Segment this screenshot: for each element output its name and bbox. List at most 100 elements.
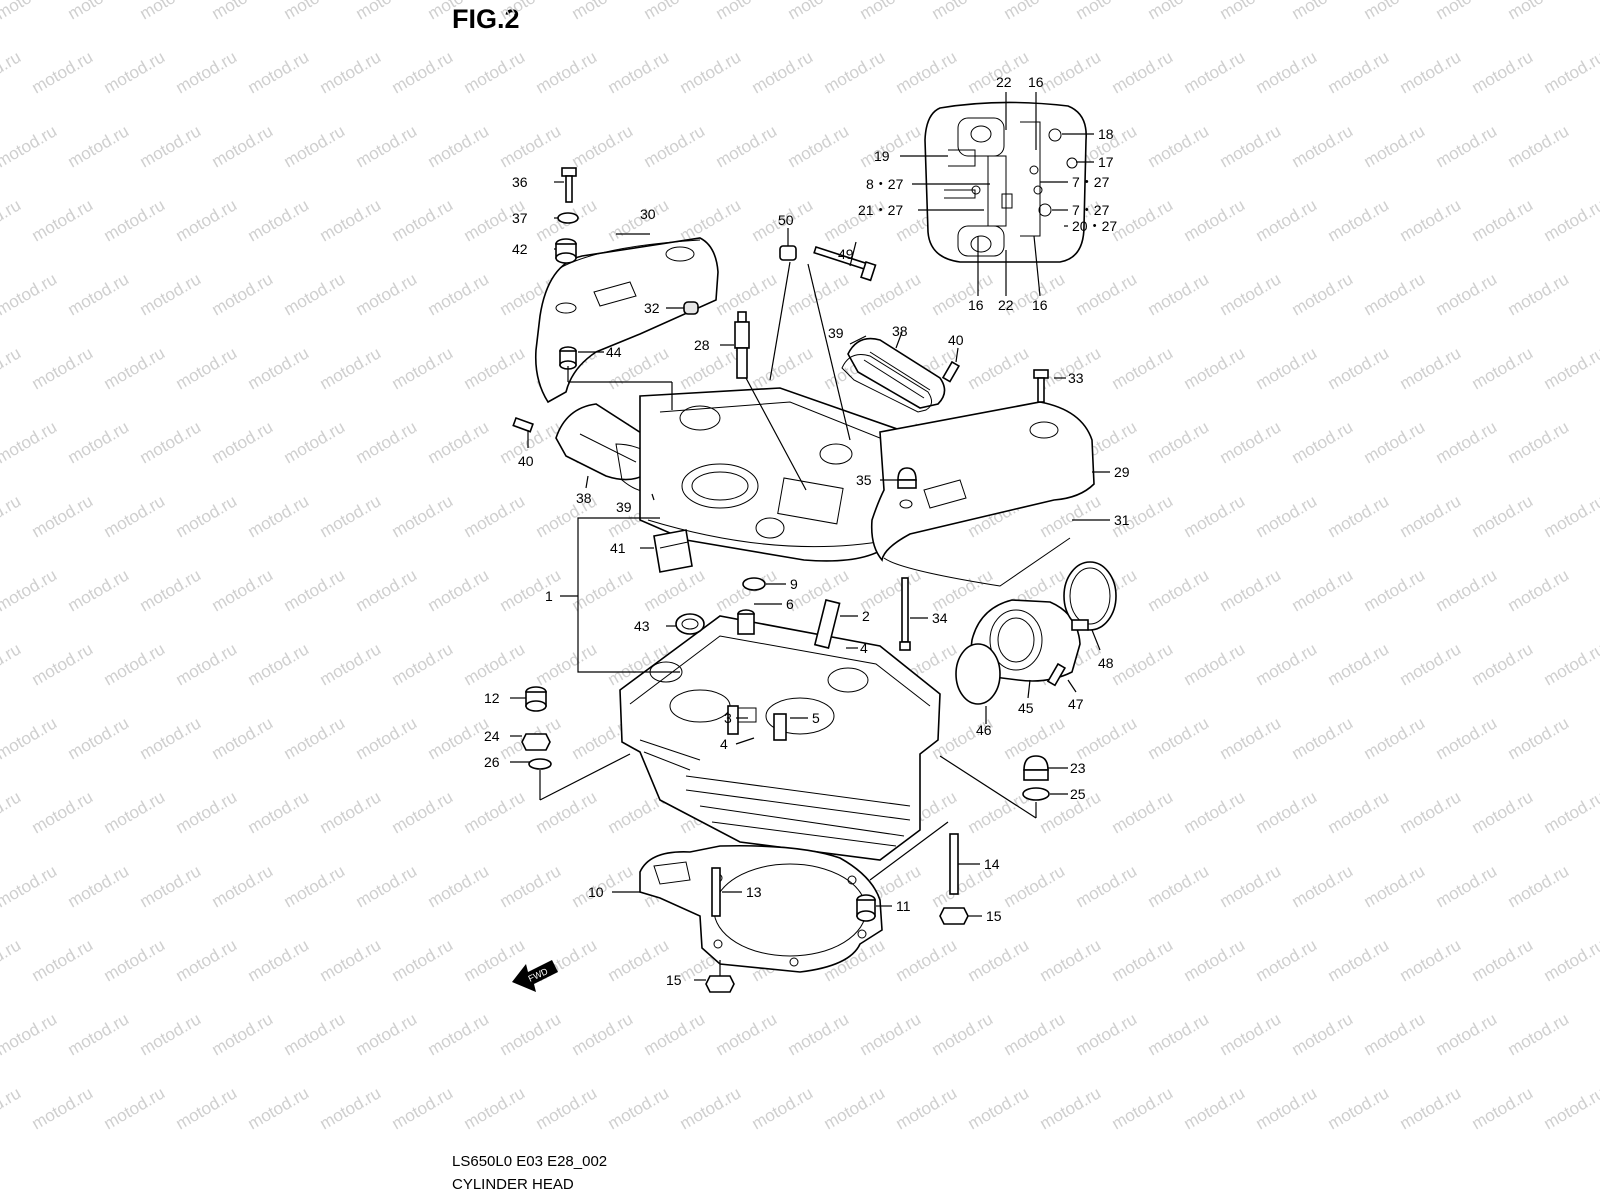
- watermark-text: motod.ru: [929, 0, 997, 23]
- cap-nut-23: [1023, 755, 1049, 781]
- callout-7-27-lower: 7・27: [1072, 202, 1110, 218]
- watermark-text: motod.ru: [0, 935, 24, 985]
- callout-16-bottom-right: 16: [1032, 297, 1048, 313]
- watermark-text: motod.ru: [389, 343, 457, 393]
- watermark-text: motod.ru: [1397, 343, 1465, 393]
- callout-7-27-upper: 7・27: [1072, 174, 1110, 190]
- watermark-text: motod.ru: [0, 0, 60, 23]
- watermark-text: motod.ru: [425, 417, 493, 467]
- watermark-text: motod.ru: [569, 121, 637, 171]
- watermark-text: motod.ru: [29, 47, 97, 97]
- head-cover-right: [870, 401, 1095, 562]
- callout-39-left: 39: [616, 499, 632, 515]
- callout-14: 14: [984, 856, 1000, 872]
- watermark-text: motod.ru: [1397, 639, 1465, 689]
- watermark-text: motod.ru: [101, 935, 169, 985]
- watermark-text: motod.ru: [1469, 787, 1537, 837]
- watermark-text: motod.ru: [1253, 787, 1321, 837]
- diagram-code: LS650L0 E03 E28_002: [452, 1153, 608, 1170]
- watermark-text: motod.ru: [1001, 0, 1069, 23]
- watermark-text: motod.ru: [425, 861, 493, 911]
- watermark-text: motod.ru: [1037, 47, 1105, 97]
- watermark-text: motod.ru: [425, 565, 493, 615]
- watermark-text: motod.ru: [317, 47, 385, 97]
- callout-13: 13: [746, 884, 762, 900]
- leader-lines: [510, 92, 1110, 981]
- watermark-text: motod.ru: [1361, 1009, 1429, 1059]
- clamp-48: [1063, 561, 1117, 631]
- watermark-text: motod.ru: [389, 491, 457, 541]
- watermark-text: motod.ru: [821, 1083, 889, 1133]
- callout-48: 48: [1098, 655, 1114, 671]
- watermark-text: motod.ru: [29, 491, 97, 541]
- watermark-text: motod.ru: [1361, 0, 1429, 23]
- watermark-text: motod.ru: [173, 935, 241, 985]
- watermark-text: motod.ru: [1217, 417, 1285, 467]
- watermark-text: motod.ru: [677, 195, 745, 245]
- watermark-text: motod.ru: [317, 195, 385, 245]
- watermark-text: motod.ru: [749, 47, 817, 97]
- callout-9: 9: [790, 576, 798, 592]
- watermark-text: motod.ru: [785, 269, 853, 319]
- watermark-text: motod.ru: [137, 861, 205, 911]
- watermark-text: motod.ru: [533, 1083, 601, 1133]
- watermark-text: motod.ru: [785, 121, 853, 171]
- watermark-text: motod.ru: [0, 121, 60, 171]
- watermark-text: motod.ru: [101, 491, 169, 541]
- callout-3: 3: [724, 710, 732, 726]
- watermark-text: motod.ru: [569, 0, 637, 23]
- callout-36: 36: [512, 174, 528, 190]
- watermark-text: motod.ru: [209, 861, 277, 911]
- watermark-text: motod.ru: [1325, 195, 1393, 245]
- watermark-text: motod.ru: [245, 787, 313, 837]
- watermark-text: motod.ru: [1181, 787, 1249, 837]
- watermark-text: motod.ru: [1181, 935, 1249, 985]
- watermark-text: motod.ru: [1433, 0, 1501, 23]
- watermark-text: motod.ru: [1433, 861, 1501, 911]
- watermark-text: motod.ru: [1469, 195, 1537, 245]
- stud-bolt-13: [711, 867, 721, 917]
- watermark-text: motod.ru: [1073, 861, 1141, 911]
- callout-6: 6: [786, 596, 794, 612]
- cylinder-head-top-view-inset: [924, 101, 1087, 263]
- callout-22-top: 22: [996, 74, 1012, 90]
- watermark-text: motod.ru: [1433, 565, 1501, 615]
- watermark-text: motod.ru: [173, 639, 241, 689]
- watermark-text: motod.ru: [209, 1009, 277, 1059]
- watermark-text: motod.ru: [1217, 565, 1285, 615]
- watermark-text: motod.ru: [1505, 0, 1573, 23]
- callout-29: 29: [1114, 464, 1130, 480]
- watermark-text: motod.ru: [1541, 491, 1600, 541]
- watermark-text: motod.ru: [965, 787, 1033, 837]
- watermark-text: motod.ru: [389, 639, 457, 689]
- watermark-text: motod.ru: [1181, 1083, 1249, 1133]
- callout-43: 43: [634, 618, 650, 634]
- watermark-text: motod.ru: [353, 713, 421, 763]
- callout-4-lower: 4: [720, 736, 728, 752]
- watermark-text: motod.ru: [1145, 417, 1213, 467]
- callout-1: 1: [545, 588, 553, 604]
- inspection-cover-38-right: [847, 337, 946, 409]
- watermark-text: motod.ru: [425, 0, 493, 23]
- watermark-text: motod.ru: [425, 1009, 493, 1059]
- bolt-33: [1033, 369, 1049, 403]
- watermark-text: motod.ru: [713, 0, 781, 23]
- cylinder-head-gasket-10: [639, 844, 883, 973]
- watermark-text: motod.ru: [209, 0, 277, 23]
- watermark-text: motod.ru: [65, 269, 133, 319]
- callout-5: 5: [812, 710, 820, 726]
- watermark-text: motod.ru: [1073, 713, 1141, 763]
- watermark-text: motod.ru: [533, 787, 601, 837]
- watermark-text: motod.ru: [569, 565, 637, 615]
- watermark-text: motod.ru: [1289, 417, 1357, 467]
- watermark-text: motod.ru: [1469, 639, 1537, 689]
- watermark-text: motod.ru: [0, 1083, 24, 1133]
- watermark-text: motod.ru: [497, 565, 565, 615]
- watermark-text: motod.ru: [0, 343, 24, 393]
- watermark-text: motod.ru: [1217, 861, 1285, 911]
- watermark-text: motod.ru: [1361, 713, 1429, 763]
- callout-32: 32: [644, 300, 660, 316]
- watermark-text: motod.ru: [389, 1083, 457, 1133]
- callout-17: 17: [1098, 154, 1114, 170]
